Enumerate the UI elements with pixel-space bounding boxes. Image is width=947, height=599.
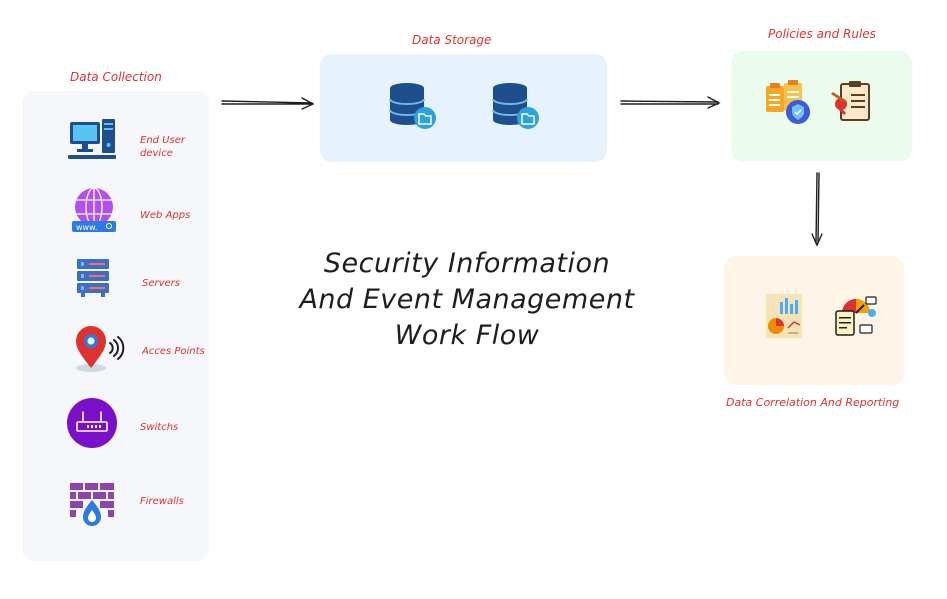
source-label-servers: Servers [142,278,181,289]
location-pin-wifi-icon [72,324,126,374]
data-storage-panel [320,54,607,162]
policy-shield-icon [764,80,812,126]
source-label-firewalls: Firewalls [140,496,184,507]
arrow-policies-to-reporting [815,172,820,244]
source-label-switchs: Switchs [140,422,179,433]
arrow-storage-to-policies [620,100,719,105]
computer-icon [68,117,118,163]
report-chart-icon [764,292,806,340]
network-switch-icon [66,397,118,449]
firewall-icon [69,481,115,527]
source-label-end-user-device: End User device [140,135,185,159]
reporting-panel [724,256,904,385]
rules-clipboard-icon [831,80,873,122]
source-label-access-points: Acces Points [142,346,205,357]
reporting-label: Data Correlation And Reporting [726,396,900,409]
title-line-1: Security Information [323,248,611,279]
diagram-title: Security Information And Event Managemen… [292,246,642,354]
arrow-collection-to-storage [221,100,313,105]
server-rack-icon [75,258,111,298]
policies-label: Policies and Rules [768,27,876,41]
source-label-web-apps: Web Apps [140,210,191,221]
analytics-dashboard-icon [832,293,878,339]
globe-www-icon: www. [70,187,118,235]
title-line-2: And Event Management [299,284,635,315]
data-collection-label: Data Collection [70,70,162,84]
policies-panel [731,51,912,161]
data-collection-panel [22,91,209,561]
database-icon [389,82,437,130]
svg-text:www.: www. [76,223,97,232]
data-storage-label: Data Storage [412,33,492,47]
database-icon [492,82,540,130]
title-line-3: Work Flow [394,320,540,351]
